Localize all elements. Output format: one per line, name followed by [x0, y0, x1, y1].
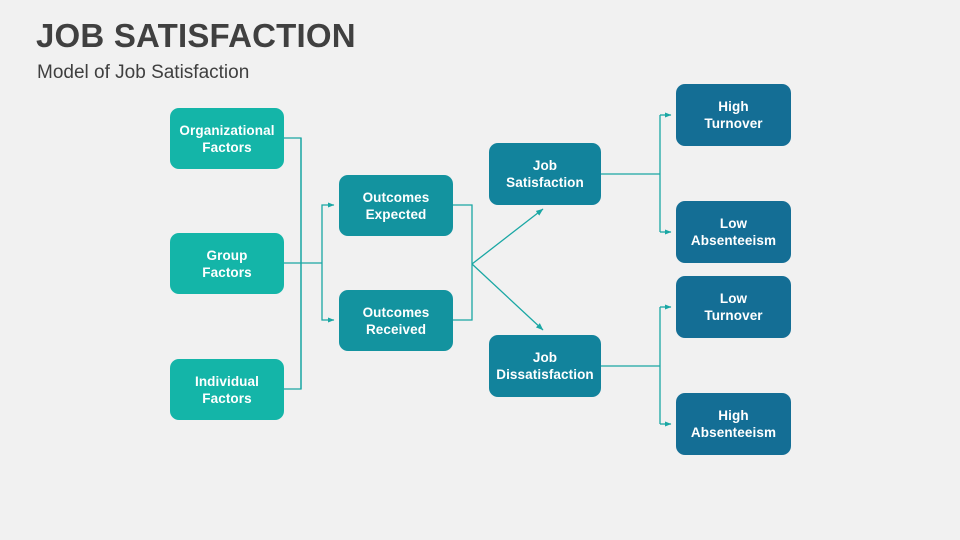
edge-outcomes-received-to-bus — [453, 264, 473, 321]
edge-outcomes-expected-to-bus — [453, 204, 473, 264]
edge-bus-to-job-dissatisfaction — [471, 263, 544, 331]
page-subtitle: Model of Job Satisfaction — [37, 62, 250, 83]
edge-bus-to-outcomes-expected — [321, 202, 335, 263]
edge-individual-to-bus — [284, 263, 302, 390]
edge-bus-to-job-satisfaction — [471, 208, 544, 265]
page-title: JOB SATISFACTION — [36, 17, 356, 54]
edge-organizational-to-bus — [284, 137, 302, 263]
edge-bus-to-outcomes-received — [321, 263, 335, 323]
